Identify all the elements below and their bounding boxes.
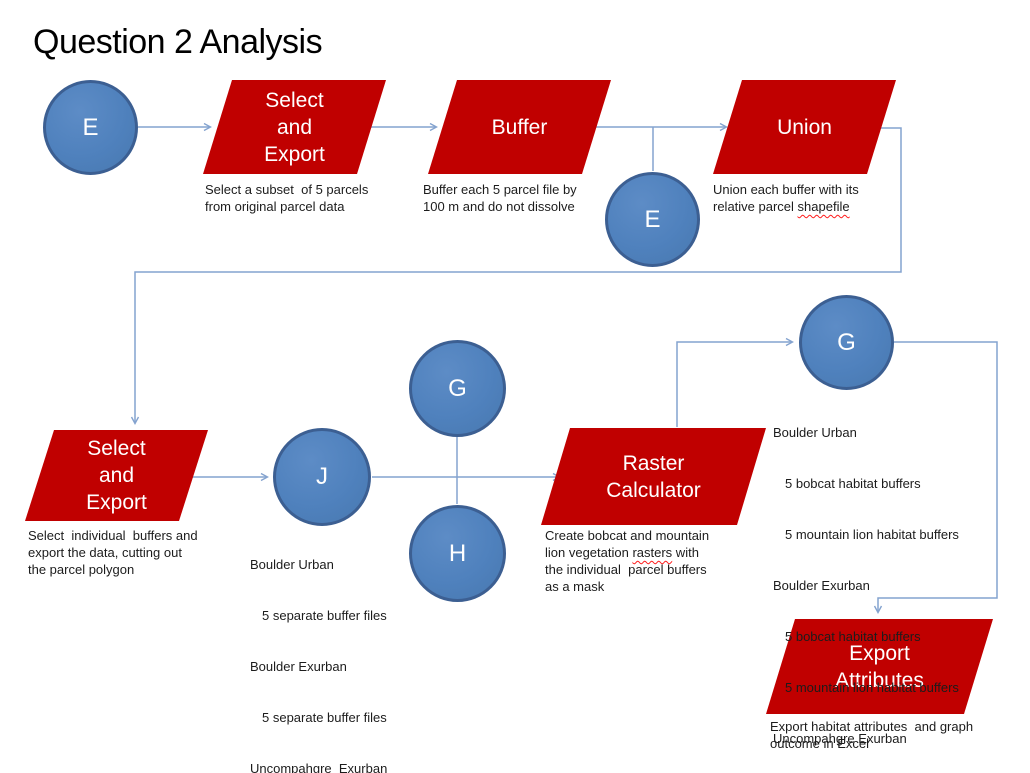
misspelled-word: rasters xyxy=(632,545,673,560)
process-label: Export Attributes xyxy=(835,641,924,692)
j-output-list: Boulder Urban 5 separate buffer files Bo… xyxy=(250,522,387,773)
process-label: Raster Calculator xyxy=(606,451,701,502)
note-select-and-export-1: Select a subset of 5 parcels from origin… xyxy=(205,182,369,214)
connector-g-right-to-export-attributes xyxy=(873,341,998,614)
note-line: as a mask xyxy=(545,579,605,594)
note-raster-calculator: Create bobcat and mountain lion vegetati… xyxy=(545,527,737,595)
g-output-list: Boulder Urban 5 bobcat habitat buffers 5… xyxy=(773,390,959,773)
circle-letter: J xyxy=(316,463,328,490)
list-item: Boulder Exurban xyxy=(773,578,870,593)
note-line: Create bobcat and mountain xyxy=(545,528,710,543)
list-item: 5 mountain lion habitat buffers xyxy=(785,680,959,695)
circle-node-j: J xyxy=(273,428,371,526)
note-buffer: Buffer each 5 parcel file by 100 m and d… xyxy=(423,182,577,214)
process-select-and-export-1: Select and Export xyxy=(203,80,386,174)
process-label: Union xyxy=(777,115,832,139)
circle-node-g-right: G xyxy=(799,295,894,390)
note-line: relative parcel xyxy=(713,199,798,214)
note-line: the individual parcel buffers xyxy=(545,562,707,577)
circle-node-e1: E xyxy=(43,80,138,175)
process-buffer: Buffer xyxy=(428,80,611,174)
list-item: 5 separate buffer files xyxy=(262,608,387,623)
list-item: Boulder Urban xyxy=(250,557,334,572)
list-item: 5 bobcat habitat buffers xyxy=(785,629,921,644)
list-item: Boulder Exurban xyxy=(250,659,347,674)
list-item: Uncompahgre Exurban xyxy=(773,731,907,746)
note-line: lion vegetation xyxy=(545,545,633,560)
page-title: Question 2 Analysis xyxy=(33,23,323,61)
connector-union-to-select-export-2 xyxy=(130,127,902,425)
process-label: Select and Export xyxy=(264,88,325,166)
list-item: 5 mountain lion habitat buffers xyxy=(785,527,959,542)
note-select-and-export-2: Select individual buffers and export the… xyxy=(28,528,198,577)
process-label: Buffer xyxy=(491,115,548,139)
circle-letter: G xyxy=(837,328,856,356)
note-line: with xyxy=(672,545,699,560)
process-select-and-export-2: Select and Export xyxy=(25,430,208,521)
circle-letter: G xyxy=(448,374,467,402)
list-item: Boulder Urban xyxy=(773,425,857,440)
list-item: Uncompahgre Exurban xyxy=(250,761,388,773)
circle-letter: E xyxy=(644,205,661,233)
note-union: Union each buffer with its relative parc… xyxy=(713,181,888,215)
process-union: Union xyxy=(713,80,896,174)
process-export-attributes: Export Attributes xyxy=(766,619,993,714)
note-export-attributes: Export habitat attributes and graph outc… xyxy=(770,719,974,751)
process-label: Select and Export xyxy=(86,437,147,514)
misspelled-word: shapefile xyxy=(797,199,850,214)
circle-node-h: H xyxy=(409,505,506,602)
circle-node-g-mid: G xyxy=(409,340,506,437)
connector-raster-calculator-to-g-right xyxy=(676,337,794,427)
circle-letter: E xyxy=(82,113,99,141)
note-line: Union each buffer with its xyxy=(713,182,859,197)
process-raster-calculator: Raster Calculator xyxy=(541,428,766,525)
list-item: 5 separate buffer files xyxy=(262,710,387,725)
list-item: 5 bobcat habitat buffers xyxy=(785,476,921,491)
circle-letter: H xyxy=(448,539,467,567)
circle-node-e2: E xyxy=(605,172,700,267)
